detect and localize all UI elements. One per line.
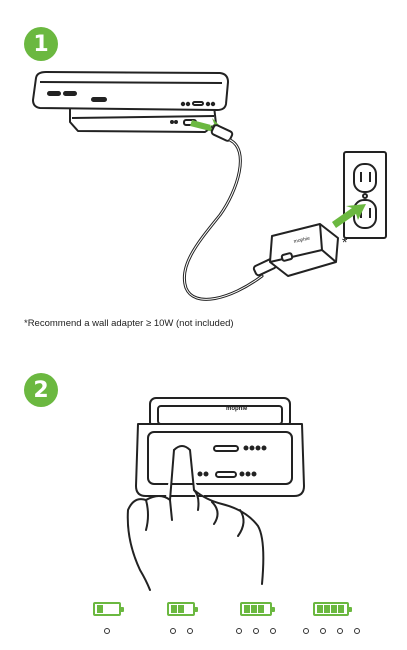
adapter-brand-label: mophie — [293, 236, 311, 245]
step-1-badge: 1 — [24, 27, 58, 61]
indicator-dots — [104, 628, 110, 634]
indicator-dots — [302, 628, 360, 634]
charger-brand-label: mophie — [226, 406, 248, 412]
battery-level-1 — [67, 602, 147, 634]
step-1-number: 1 — [33, 31, 49, 57]
indicator-dots — [236, 628, 276, 634]
battery-level-3 — [216, 602, 296, 634]
battery-level-4 — [291, 602, 371, 634]
indicator-dots — [169, 628, 193, 634]
step-2-badge: 2 — [24, 373, 58, 407]
footnote-text: *Recommend a wall adapter ≥ 10W (not inc… — [24, 318, 234, 329]
battery-icon — [93, 602, 124, 616]
asterisk-note-marker: * — [342, 234, 348, 250]
battery-icon — [240, 602, 275, 616]
battery-icon — [313, 602, 352, 616]
step-2-number: 2 — [33, 377, 49, 403]
battery-level-2 — [141, 602, 221, 634]
battery-icon — [167, 602, 198, 616]
